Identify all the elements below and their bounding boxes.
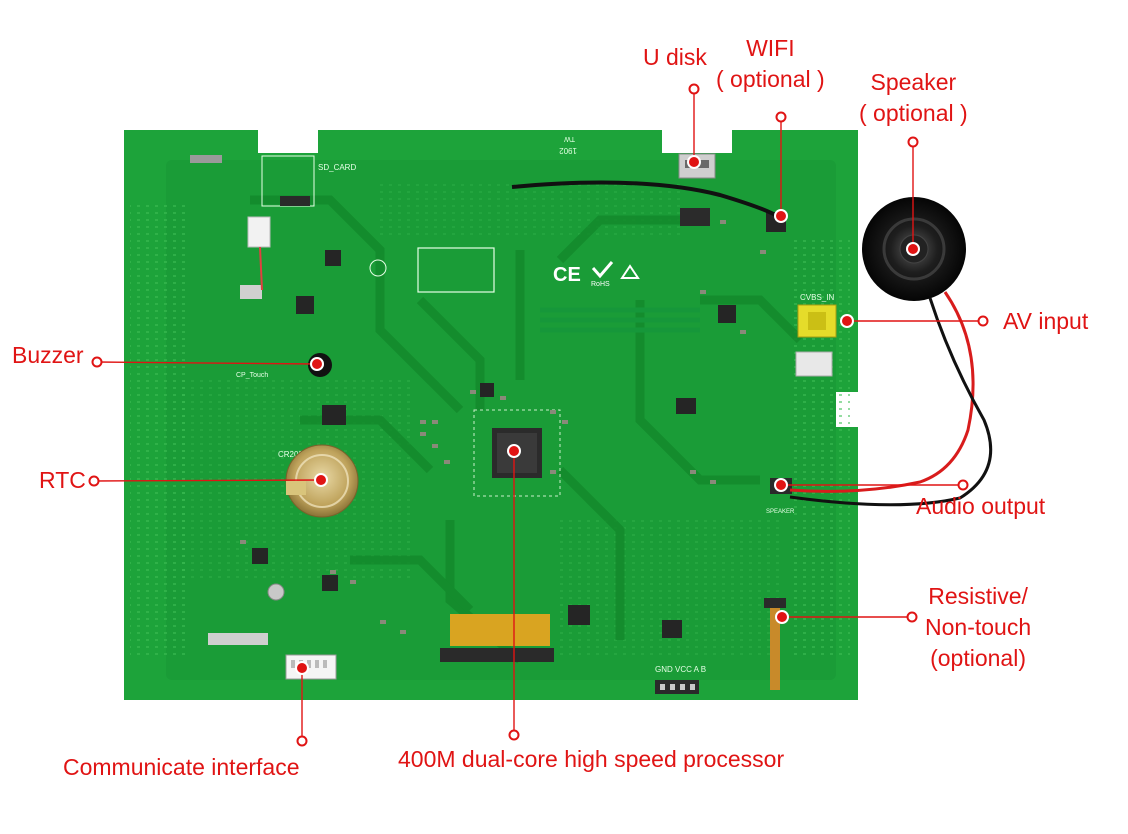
board-id: 1902: [559, 146, 577, 155]
label-resistive-line1: Resistive/: [928, 583, 1028, 609]
fpc-connector: [450, 614, 550, 646]
label-resistive-line2: Non-touch: [925, 614, 1032, 640]
label-processor: 400M dual-core high speed processor: [398, 746, 785, 772]
label-speaker: Speaker ( optional ): [859, 67, 968, 129]
cr2032-silk: CR2032: [278, 450, 308, 459]
cvbs-in-silk: CVBS_IN: [800, 293, 834, 302]
label-wifi-line1: WIFI: [746, 35, 795, 61]
leader-dots: [88, 83, 989, 747]
label-wifi-line2: ( optional ): [716, 66, 825, 92]
cp-touch-silk: CP_Touch: [236, 372, 268, 379]
label-communicate-interface: Communicate interface: [63, 754, 300, 780]
ce-mark: CE: [553, 264, 581, 286]
label-rtc: RTC: [39, 467, 86, 493]
sd-card-silk: SD_CARD: [318, 163, 356, 172]
pin-row-silk: GND VCC A B: [655, 665, 706, 674]
label-u-disk: U disk: [643, 44, 707, 70]
label-speaker-line2: ( optional ): [859, 100, 968, 126]
label-buzzer: Buzzer: [12, 342, 84, 368]
label-audio-output: Audio output: [916, 493, 1046, 519]
label-av-input: AV input: [1003, 308, 1089, 334]
rohs-mark: RoHS: [591, 281, 610, 288]
label-wifi: WIFI ( optional ): [716, 33, 825, 95]
label-speaker-line1: Speaker: [870, 69, 957, 95]
label-resistive: Resistive/ Non-touch (optional): [925, 581, 1031, 674]
label-resistive-line3: (optional): [930, 645, 1026, 671]
board-code: TW: [564, 135, 575, 142]
speaker-port-silk: SPEAKER: [766, 509, 795, 515]
